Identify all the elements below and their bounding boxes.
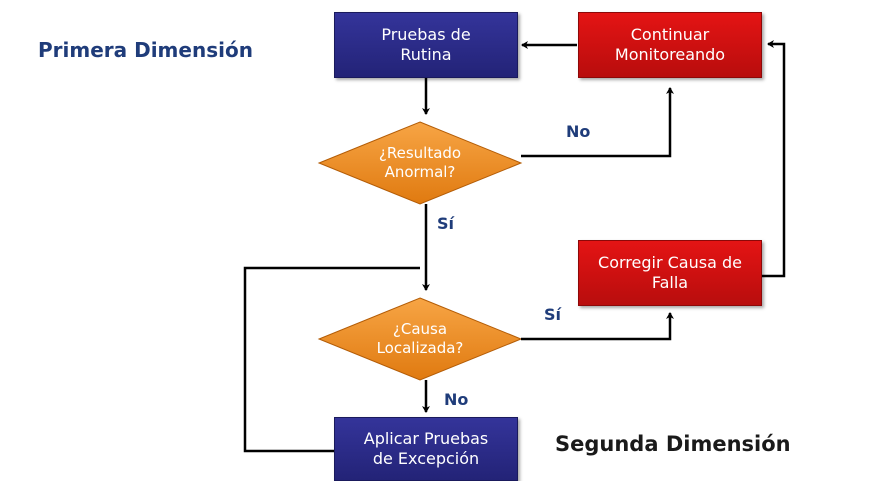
node-label-line: Anormal? [384, 163, 456, 181]
arrow-resultado-no-to-continuar [521, 87, 674, 158]
node-label-line: Corregir Causa de [598, 253, 742, 272]
node-label-line: Monitoreando [614, 45, 726, 64]
node-label-line: Pruebas de [381, 25, 471, 44]
node-label-line: Falla [651, 273, 689, 292]
edge-label-no-causa: No [444, 390, 469, 409]
arrow-corregir-to-continuar [762, 40, 786, 278]
edge-label-si-resultado: Sí [437, 214, 455, 233]
arrow-causa-si-to-corregir [521, 312, 674, 341]
heading-primera-dimension: Primera Dimensión [38, 38, 253, 62]
node-label-line: Aplicar Pruebas [363, 429, 489, 448]
node-label-line: de Excepción [372, 449, 480, 468]
node-label-line: Rutina [400, 45, 452, 64]
edge-label-si-causa: Sí [544, 305, 562, 324]
node-label-line: Localizada? [376, 339, 464, 357]
arrow-aplicar-loop-to-causa [243, 266, 420, 453]
decision-diamond-resultado [317, 121, 523, 205]
heading-segunda-dimension: Segunda Dimensión [555, 432, 791, 456]
edge-label-no-resultado: No [566, 122, 591, 141]
decision-diamond-causa [317, 297, 523, 381]
node-label-line: ¿Resultado [378, 144, 462, 162]
node-label-line: Continuar [630, 25, 710, 44]
node-label-line: ¿Causa [392, 320, 448, 338]
